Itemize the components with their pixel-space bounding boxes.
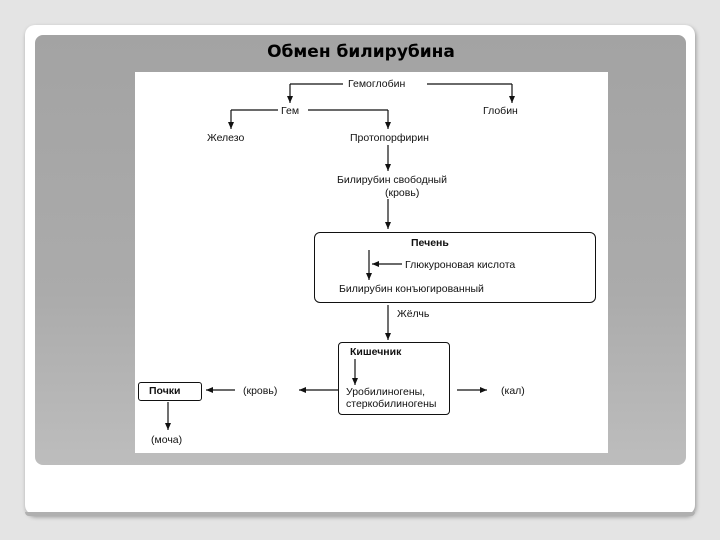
node-blood: (кровь) [243, 385, 278, 397]
slide-bottom-edge [25, 512, 695, 516]
bilirubin-metabolism-diagram: Гемоглобин Гем Глобин Железо Протопорфир… [135, 72, 608, 453]
node-intestine: Кишечник [350, 346, 402, 358]
node-urine: (моча) [151, 434, 183, 446]
node-urobilinogens: Уробилиногены, [346, 386, 426, 398]
slide-title-text: Обмен билирубина [267, 42, 455, 62]
node-bilirubin-free-location: (кровь) [385, 187, 420, 199]
node-hemoglobin: Гемоглобин [348, 78, 406, 90]
kidneys-box [138, 382, 202, 401]
node-protoporphyrin: Протопорфирин [350, 132, 429, 144]
node-glucuronic-acid: Глюкуроновая кислота [405, 259, 516, 271]
diagram-connectors [165, 83, 515, 430]
node-heme: Гем [281, 105, 300, 117]
node-bilirubin-conjugated: Билирубин конъюгированный [339, 283, 484, 295]
intestine-box [338, 342, 450, 415]
node-stercobilinogens: стеркобилиногены [346, 398, 437, 410]
node-liver: Печень [411, 237, 449, 249]
node-iron: Железо [207, 132, 245, 144]
liver-box [314, 232, 596, 303]
node-kidneys: Почки [149, 385, 181, 397]
slide-title: Обмен билирубина [0, 42, 720, 62]
node-bile: Жёлчь [397, 308, 430, 320]
node-feces: (кал) [501, 385, 525, 397]
node-globin: Глобин [483, 105, 518, 117]
node-bilirubin-free: Билирубин свободный [337, 174, 447, 186]
